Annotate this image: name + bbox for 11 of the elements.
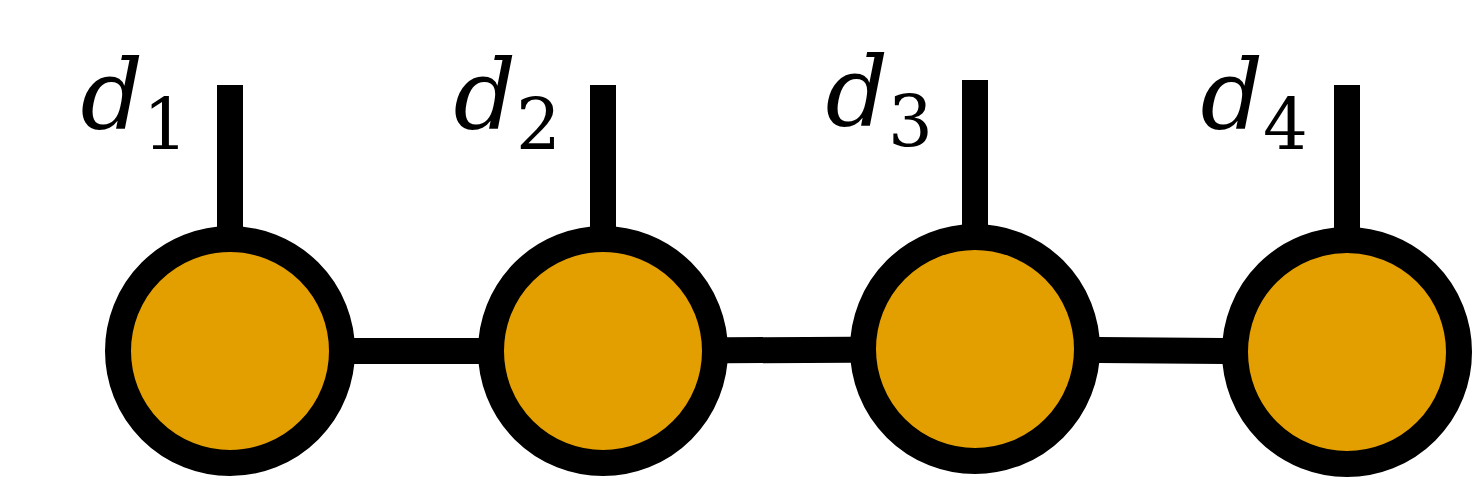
open-leg-line xyxy=(590,85,616,228)
circle-node xyxy=(850,224,1100,474)
connector-line xyxy=(726,336,852,364)
connector-line xyxy=(1098,337,1224,364)
open-leg-line xyxy=(1334,85,1360,229)
circle-node xyxy=(1222,227,1472,477)
open-leg-line xyxy=(217,85,243,228)
circle-node xyxy=(105,226,355,476)
open-leg-line xyxy=(962,80,988,226)
circle-node xyxy=(478,226,728,476)
connector-line xyxy=(353,338,480,364)
